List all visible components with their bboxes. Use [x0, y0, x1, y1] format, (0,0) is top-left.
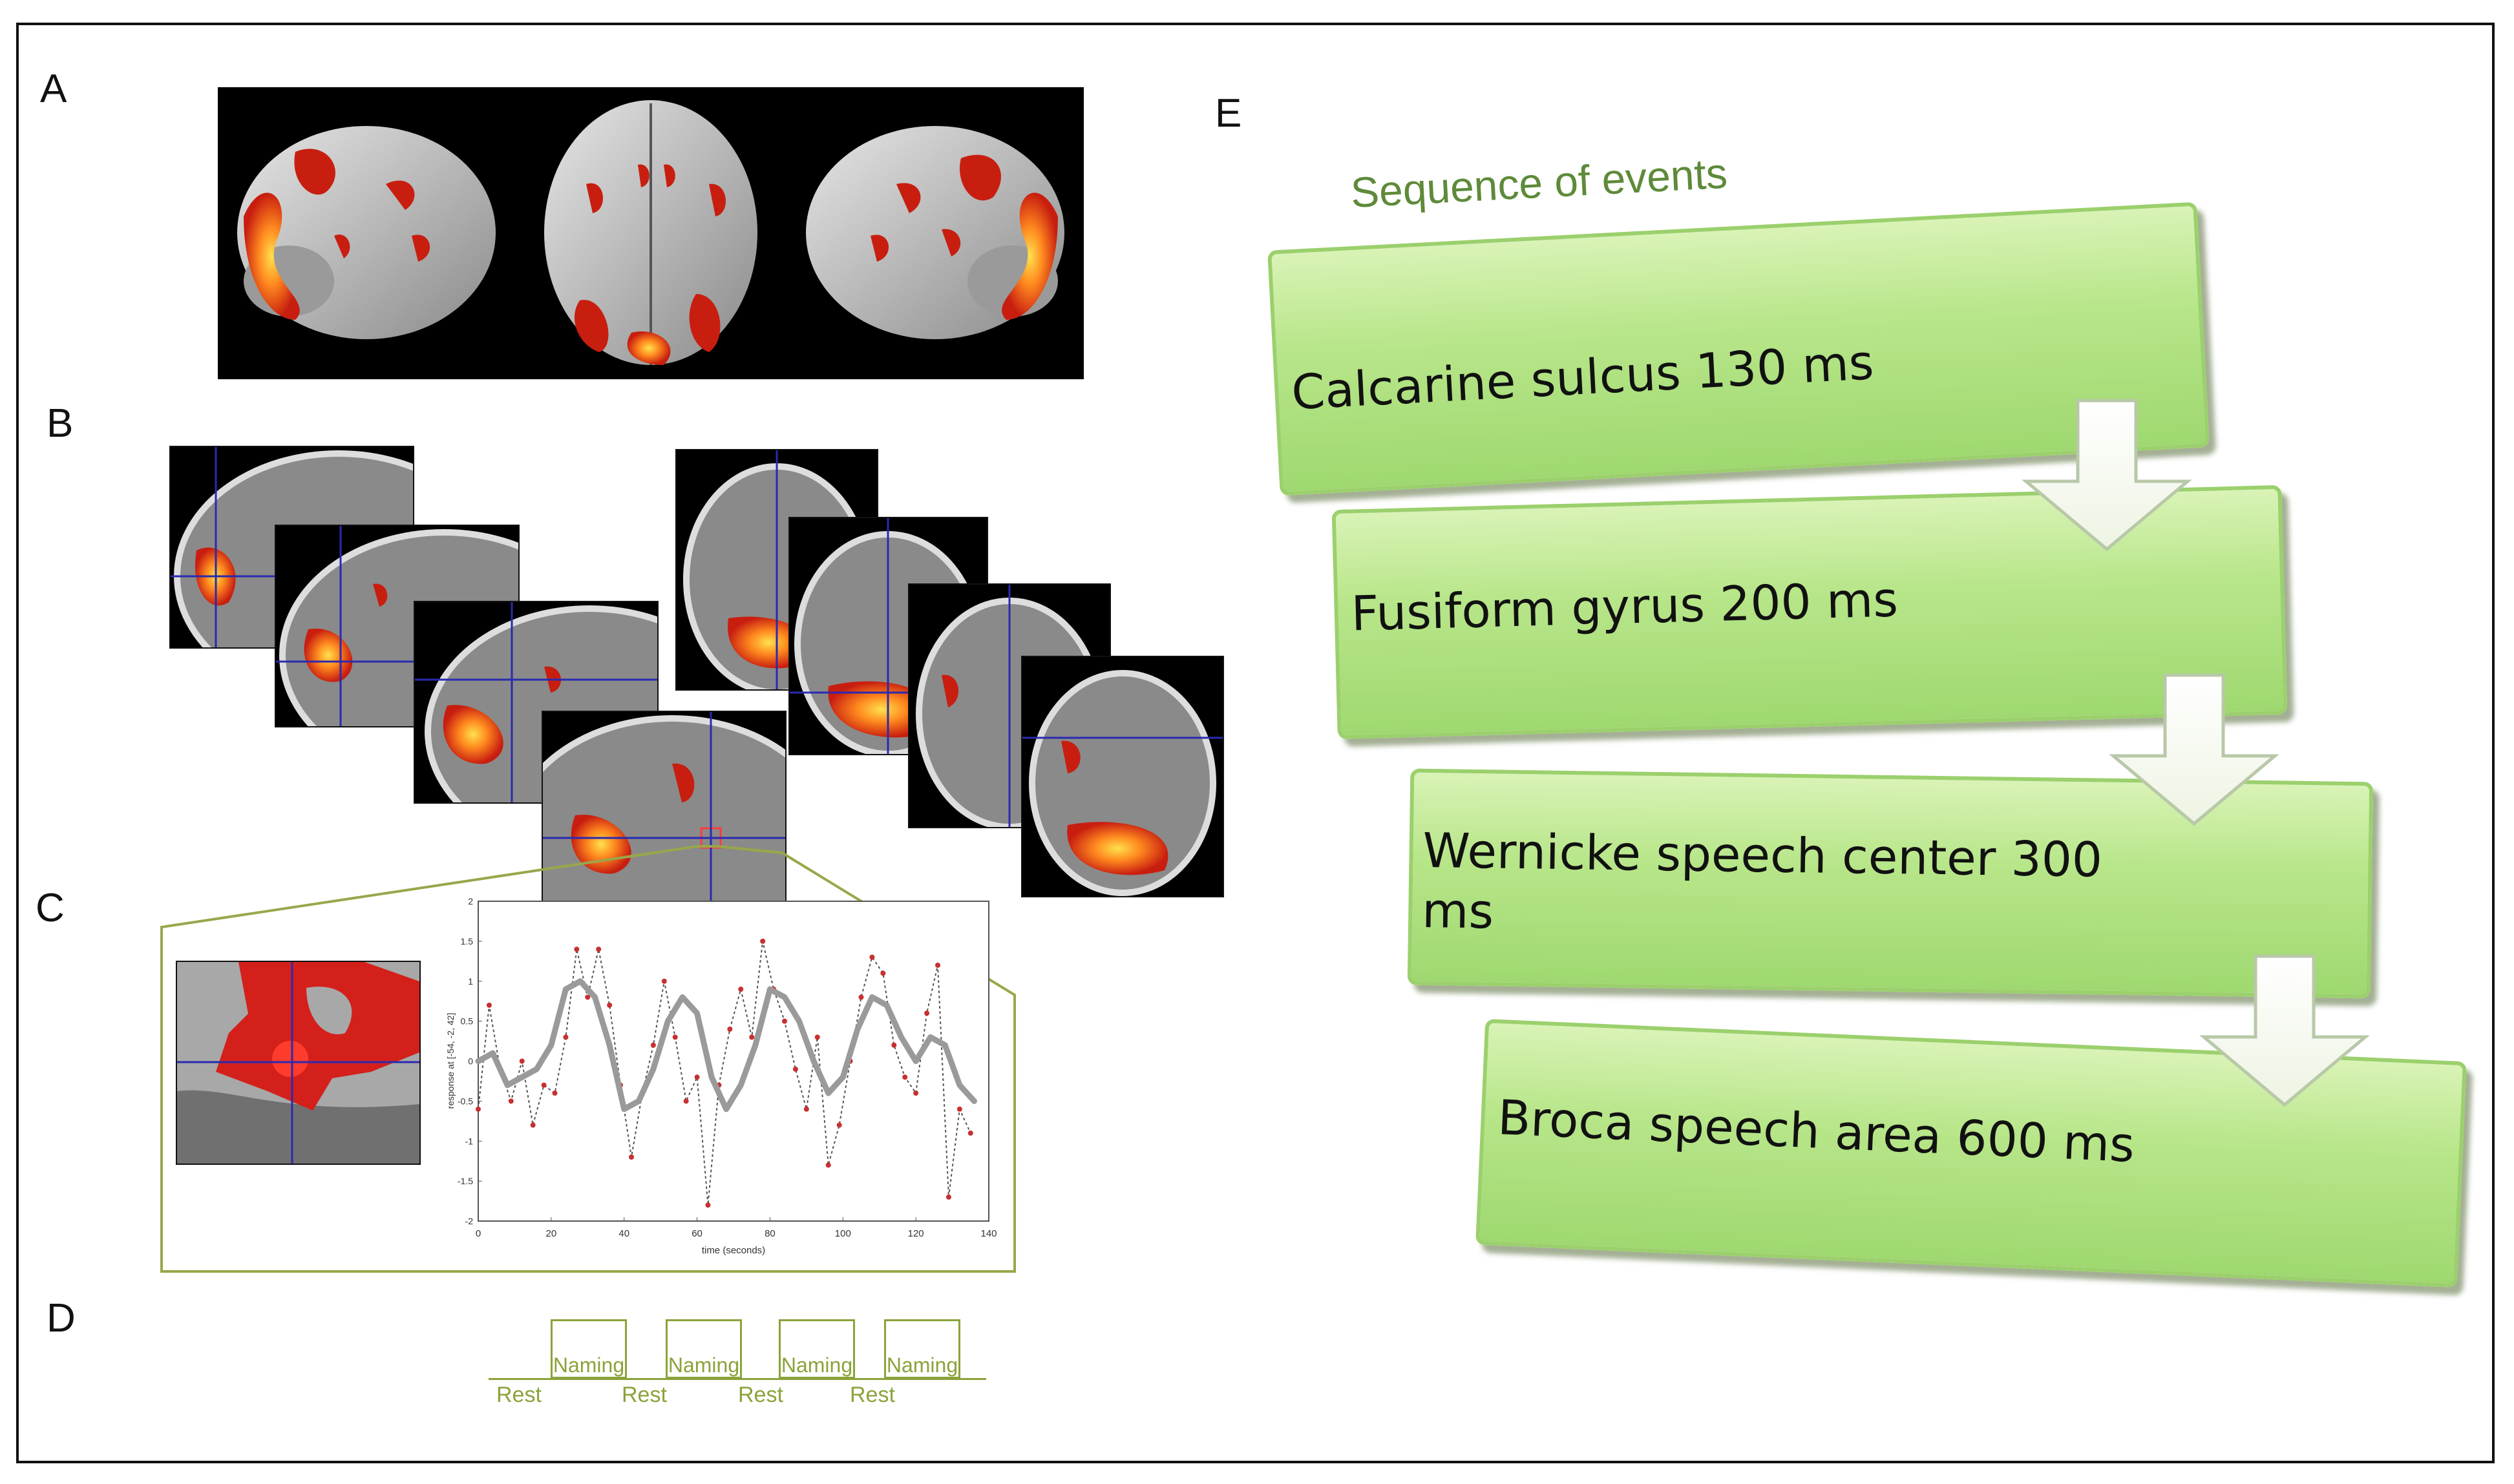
data-point [956, 1106, 962, 1112]
y-tick-label: 1 [468, 976, 473, 987]
response-chart: 2 1.5 1 0.5 0 -0.5 -1 -1.5 -2 0 20 40 60 80 100 120 140… [445, 896, 997, 1256]
rest-label: Rest [622, 1383, 667, 1407]
data-point [902, 1074, 908, 1080]
data-point [935, 963, 940, 968]
data-point [836, 1122, 842, 1128]
data-point [585, 994, 591, 1000]
x-tick-label: 20 [546, 1228, 557, 1239]
down-arrow-icon [2199, 954, 2370, 1107]
data-point [924, 1010, 930, 1016]
panel-label-b: B [47, 401, 74, 446]
data-point [814, 1034, 820, 1040]
data-point [694, 1074, 700, 1080]
data-point [945, 1194, 951, 1200]
y-tick-label: -0.5 [458, 1096, 473, 1106]
chart-plot-area [478, 901, 989, 1222]
data-point [607, 1002, 613, 1008]
data-point [563, 1034, 569, 1040]
data-point [727, 1027, 733, 1032]
down-arrow-icon [2109, 673, 2279, 826]
sagittal-slice-4 [542, 711, 787, 914]
data-point [596, 946, 602, 952]
x-tick-label: 140 [980, 1228, 997, 1239]
chart-ylabel: response at [-54, -2, 42] [445, 1013, 456, 1109]
naming-block: Naming [884, 1319, 960, 1379]
down-arrow-icon [2022, 399, 2192, 552]
chart-xlabel: time (seconds) [702, 1245, 765, 1256]
data-point [738, 987, 744, 992]
x-tick-label: 40 [618, 1228, 629, 1239]
x-tick-label: 0 [476, 1228, 481, 1239]
data-point [683, 1098, 689, 1104]
naming-block: Naming [779, 1319, 855, 1379]
rest-label: Rest [850, 1383, 895, 1407]
brain-right-lateral [806, 126, 1064, 339]
data-point [530, 1122, 536, 1128]
naming-block: Naming [551, 1319, 627, 1379]
x-tick-label: 80 [765, 1228, 776, 1239]
rest-label: Rest [496, 1383, 542, 1407]
fitted-response-line [475, 978, 977, 1113]
x-tick-label: 60 [692, 1228, 702, 1239]
y-tick-label: 1.5 [461, 936, 474, 946]
axial-slice-4 [1021, 656, 1224, 897]
y-tick-label: 0 [468, 1056, 473, 1067]
data-point [541, 1082, 547, 1088]
data-point [749, 1034, 755, 1040]
data-point [508, 1098, 514, 1104]
data-point [891, 1042, 897, 1048]
timeline-baseline [489, 1378, 986, 1380]
brain-left-lateral [237, 126, 496, 339]
data-point [880, 970, 886, 976]
panel-label-d: D [47, 1296, 76, 1341]
data-point [705, 1202, 711, 1208]
data-point [672, 1034, 678, 1040]
y-tick-label: -1.5 [458, 1176, 473, 1186]
y-tick-label: -1 [465, 1136, 474, 1146]
y-tick-label: -2 [465, 1216, 474, 1226]
panel-label-a: A [40, 67, 67, 111]
panel-label-e: E [1215, 91, 1242, 136]
data-point [913, 1091, 919, 1096]
data-point [486, 1002, 492, 1008]
panel-label-c: C [36, 886, 65, 930]
naming-block: Naming [666, 1319, 742, 1379]
y-tick-label: 0.5 [461, 1016, 474, 1027]
data-point [519, 1058, 525, 1064]
zoomed-activation-crop [176, 961, 421, 1165]
data-point [661, 978, 667, 984]
data-point [574, 946, 580, 952]
measured-response-line [478, 941, 971, 1206]
data-point [869, 954, 875, 960]
data-point [792, 1066, 798, 1072]
data-point [803, 1106, 809, 1112]
data-point [476, 1106, 481, 1112]
data-point [858, 994, 864, 1000]
data-point [629, 1155, 634, 1160]
x-tick-label: 120 [908, 1228, 924, 1239]
data-point [760, 938, 766, 944]
data-point [552, 1091, 558, 1096]
data-point [967, 1130, 973, 1136]
x-tick-label: 100 [835, 1228, 851, 1239]
brain-render-svg [237, 100, 1064, 365]
y-tick-label: 2 [468, 896, 473, 906]
data-point [825, 1162, 831, 1168]
data-point [650, 1042, 656, 1048]
data-point [782, 1018, 787, 1024]
panel-a-brain-renders [218, 87, 1084, 379]
rest-label: Rest [738, 1383, 783, 1407]
brain-top-view [544, 100, 757, 365]
